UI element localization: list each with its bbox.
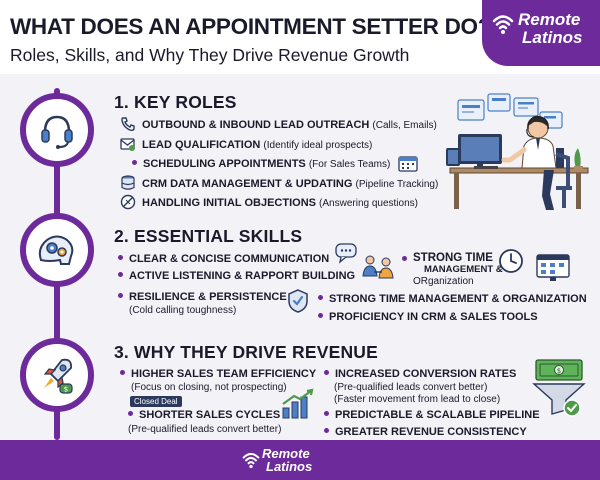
bullet [402, 256, 407, 261]
growth-chart-icon [282, 388, 314, 419]
headset-icon [41, 115, 73, 149]
appointment-setter-illustration [446, 93, 589, 210]
closed-deal-badge: Closed Deal [130, 396, 182, 407]
wifi-icon [492, 15, 514, 34]
role-item-objections: HANDLING INITIAL OBJECTIONS (Answering q… [142, 197, 418, 209]
skill-item-communication: CLEAR & CONCISE COMMUNICATION [118, 253, 329, 266]
money-funnel-icon: $ [532, 359, 586, 417]
revenue-item-conversion-detail2: (Faster movement from lead to close) [334, 394, 501, 405]
brand-wordmark: Remote Latinos [518, 11, 582, 47]
bullet [132, 160, 137, 165]
revenue-item-cycles-detail: (Pre-qualified leads convert better) [128, 424, 282, 435]
footer: Remote Latinos [0, 440, 600, 480]
revenue-item-efficiency: HIGHER SALES TEAM EFFICIENCY [120, 368, 316, 381]
revenue-title: 3. WHY THEY DRIVE REVENUE [114, 342, 378, 362]
bullet [324, 370, 329, 375]
role-item-outreach: OUTBOUND & INBOUND LEAD OUTREACH (Calls,… [142, 119, 437, 131]
revenue-circle: $ [20, 338, 94, 412]
revenue-item-consistency: GREATER REVENUE CONSISTENCY [324, 426, 527, 439]
roles-circle [20, 93, 94, 167]
bullet [128, 411, 133, 416]
phone-icon [121, 117, 135, 132]
skill-callout: STRONG TIME MANAGEMENT & ORganization [402, 252, 503, 288]
role-item-scheduling: SCHEDULING APPOINTMENTS (For Sales Teams… [132, 158, 390, 171]
bullet [318, 295, 323, 300]
svg-text:$: $ [64, 386, 68, 394]
revenue-item-pipeline: PREDICTABLE & SCALABLE PIPELINE [324, 409, 540, 422]
bullet [318, 313, 323, 318]
shield-check-icon [288, 289, 308, 313]
bullet [118, 293, 123, 298]
role-item-qualification: LEAD QUALIFICATION (Identify ideal prosp… [142, 139, 373, 151]
role-item-crm: CRM DATA MANAGEMENT & UPDATING (Pipeline… [142, 178, 439, 190]
revenue-item-conversion: INCREASED CONVERSION RATES [324, 368, 516, 381]
skill-item-time: STRONG TIME MANAGEMENT & ORGANIZATION [318, 293, 587, 306]
brand-logo: Remote Latinos [482, 0, 600, 66]
roles-title: 1. KEY ROLES [114, 92, 237, 112]
no-objection-icon [120, 194, 136, 210]
clock-icon [499, 249, 523, 273]
brand-line2: Latinos [522, 28, 583, 47]
svg-text:$: $ [557, 367, 561, 375]
bullet [120, 370, 125, 375]
skill-item-resilience: RESILIENCE & PERSISTENCE [118, 291, 287, 304]
revenue-item-cycles: SHORTER SALES CYCLES [128, 409, 280, 422]
skill-item-resilience-detail: (Cold calling toughness) [129, 305, 237, 316]
footer-wordmark: Remote Latinos [262, 447, 312, 473]
skills-title: 2. ESSENTIAL SKILLS [114, 226, 303, 246]
conversation-icon [335, 243, 394, 279]
bullet [324, 428, 329, 433]
skill-item-crm-tools: PROFICIENCY IN CRM & SALES TOOLS [318, 311, 538, 324]
page-title: WHAT DOES AN APPOINTMENT SETTER DO? [10, 14, 492, 39]
skill-item-listening: ACTIVE LISTENING & RAPPORT BUILDING [118, 270, 355, 283]
database-icon [121, 175, 135, 190]
footer-brand-line2: Latinos [266, 459, 313, 474]
bullet [118, 272, 123, 277]
brand-line1: Remote [518, 10, 581, 29]
revenue-item-efficiency-detail: (Focus on closing, not prospecting) [131, 382, 287, 393]
wifi-icon [242, 452, 260, 469]
callout-line2: MANAGEMENT & [424, 264, 503, 275]
bullet [118, 255, 123, 260]
callout-line1: STRONG TIME [413, 252, 493, 264]
email-check-icon [120, 138, 135, 151]
revenue-item-conversion-detail: (Pre-qualified leads convert better) [334, 382, 488, 393]
skills-circle [20, 213, 94, 287]
brain-gears-icon [38, 235, 74, 265]
callout-line3: ORganization [413, 276, 474, 287]
footer-brand-line1: Remote [262, 446, 310, 461]
calendar-icon [398, 156, 418, 172]
schedule-board-icon [536, 254, 570, 281]
bullet [324, 411, 329, 416]
rocket-icon: $ [43, 358, 73, 394]
page-subtitle: Roles, Skills, and Why They Drive Revenu… [10, 45, 410, 65]
